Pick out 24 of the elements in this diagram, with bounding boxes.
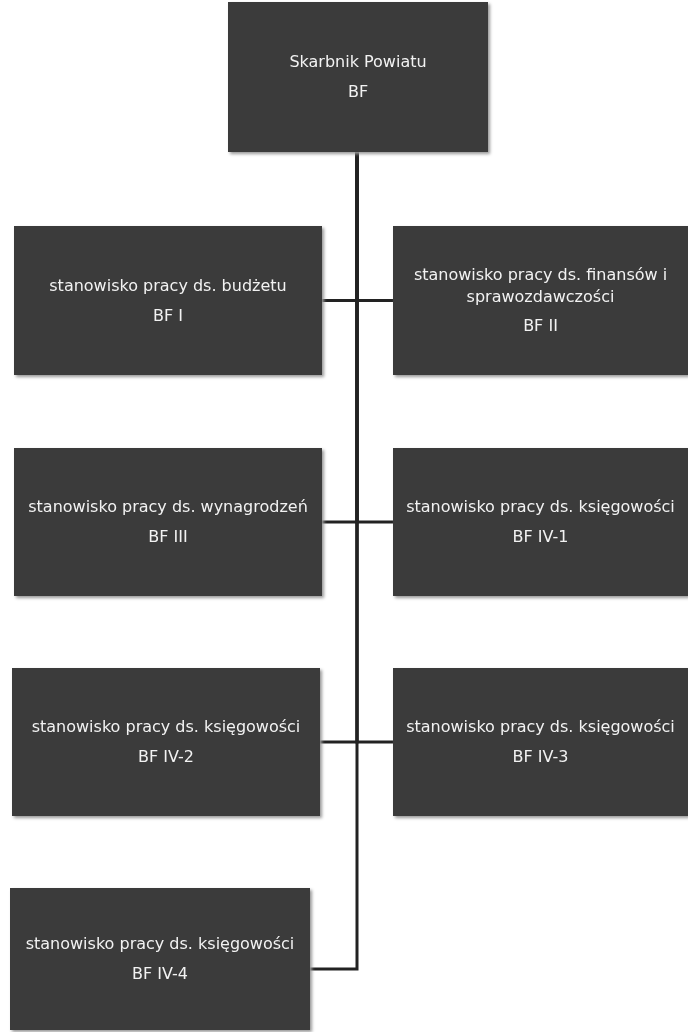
position-code: BF IV-1 bbox=[512, 526, 569, 548]
position-code: BF IV-2 bbox=[138, 746, 194, 768]
position-code: BF IV-4 bbox=[132, 963, 188, 985]
position-title: stanowisko pracy ds. finansów i sprawozdawczości bbox=[412, 264, 669, 308]
position-code: BF I bbox=[153, 304, 183, 327]
position-box bbox=[12, 668, 320, 816]
position-box bbox=[14, 448, 322, 596]
position-box bbox=[393, 448, 688, 596]
position-box bbox=[14, 226, 322, 375]
position-code: BF III bbox=[148, 526, 188, 548]
position-title: stanowisko pracy ds. księgowości bbox=[31, 716, 301, 738]
position-box bbox=[228, 2, 488, 152]
position-title: Skarbnik Powiatu bbox=[289, 51, 427, 73]
position-title: stanowisko pracy ds. księgowości bbox=[406, 716, 675, 738]
position-code: BF II bbox=[523, 315, 558, 337]
position-title: stanowisko pracy ds. księgowości bbox=[25, 933, 295, 955]
position-title: stanowisko pracy ds. księgowości bbox=[406, 496, 675, 518]
position-box bbox=[393, 668, 688, 816]
position-code: BF IV-3 bbox=[512, 746, 569, 768]
position-box bbox=[393, 226, 688, 375]
position-title: stanowisko pracy ds. budżetu bbox=[49, 274, 287, 297]
position-box bbox=[10, 888, 310, 1030]
position-title: stanowisko pracy ds. wynagrodzeń bbox=[28, 496, 308, 518]
position-code: BF bbox=[347, 81, 369, 103]
